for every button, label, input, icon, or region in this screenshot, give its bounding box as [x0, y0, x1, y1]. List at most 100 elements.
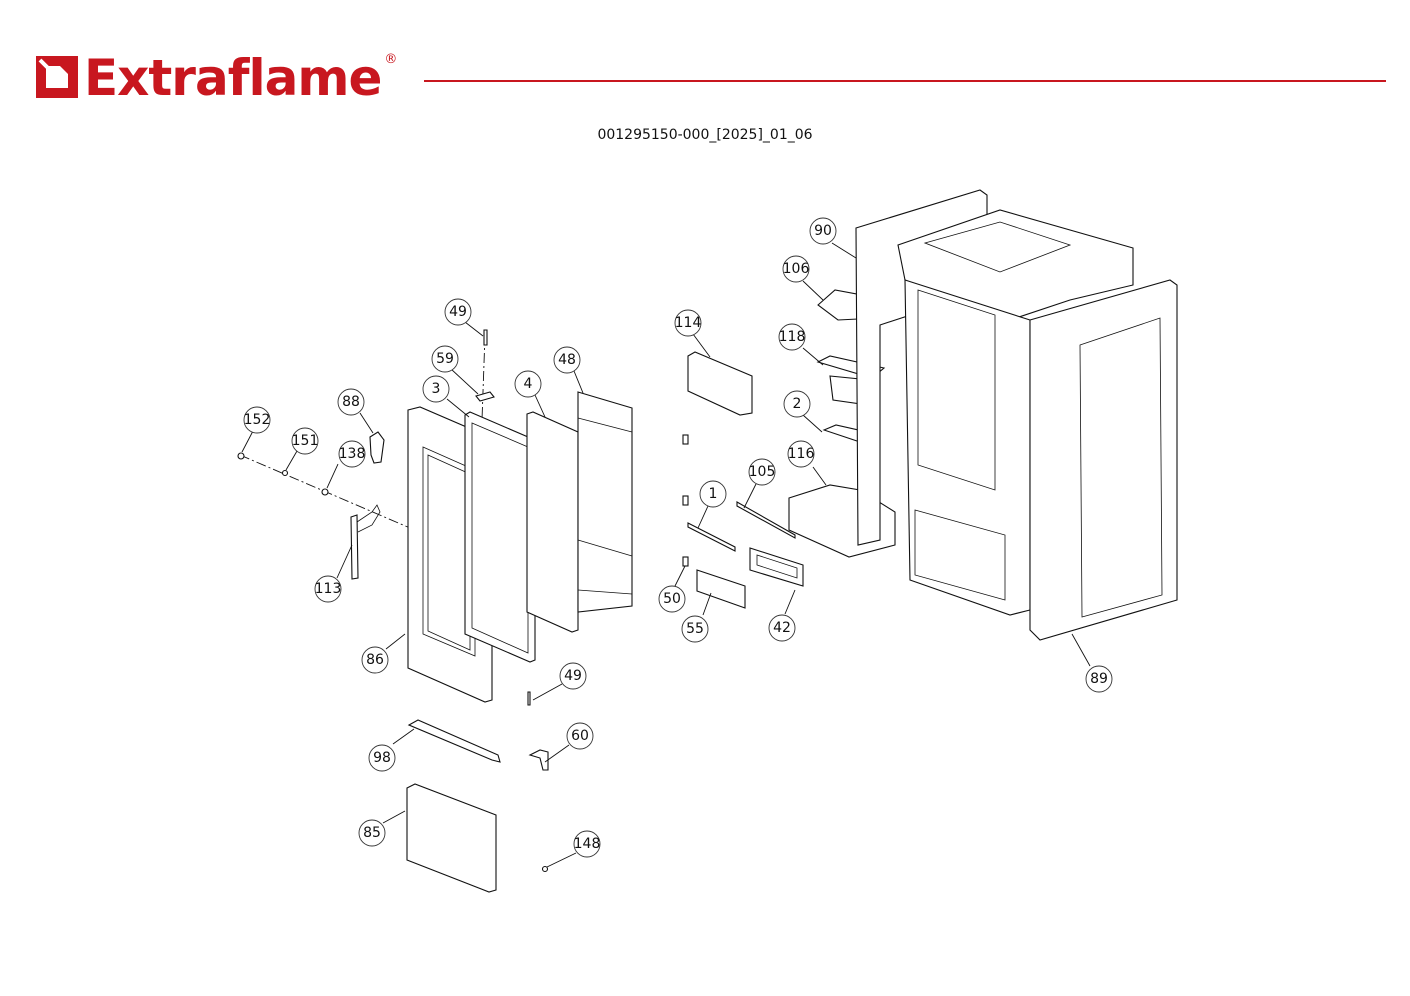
registered-mark: ® — [384, 52, 398, 67]
callout-90[interactable]: 90 — [809, 217, 837, 245]
part-42-plate[interactable] — [749, 547, 804, 587]
part-151-washer[interactable] — [281, 469, 289, 477]
callout-106[interactable]: 106 — [782, 255, 810, 283]
callout-circle — [699, 480, 727, 508]
callout-label: 50 — [663, 591, 681, 607]
callout-42[interactable]: 42 — [768, 614, 796, 642]
callout-label: 85 — [363, 825, 381, 841]
part-85-lower-panel[interactable] — [406, 783, 497, 893]
callout-circle — [338, 440, 366, 468]
part-152-screw[interactable] — [237, 452, 245, 460]
callout-50[interactable]: 50 — [658, 585, 686, 613]
stove-fan-area — [914, 509, 1006, 601]
callout-label: 60 — [571, 728, 589, 744]
part-114-board[interactable] — [687, 351, 753, 416]
part-3-inner — [471, 422, 529, 654]
callout-105[interactable]: 105 — [748, 458, 776, 486]
callout-4[interactable]: 4 — [514, 370, 542, 398]
part-50-clip-b[interactable] — [682, 495, 689, 506]
vertical-axis-line — [481, 334, 486, 421]
callout-138[interactable]: 138 — [338, 440, 366, 468]
part-4-glass[interactable] — [526, 411, 579, 633]
part-48-line1 — [577, 417, 633, 433]
callout-circle — [358, 819, 386, 847]
part-105-rod[interactable] — [736, 501, 796, 539]
callout-1[interactable]: 1 — [699, 480, 727, 508]
part-48-glass-panel[interactable] — [577, 391, 633, 613]
callout-113[interactable]: 113 — [314, 575, 342, 603]
callout-circle — [809, 217, 837, 245]
callout-circle — [514, 370, 542, 398]
part-48-line3 — [577, 589, 633, 595]
callout-55[interactable]: 55 — [681, 615, 709, 643]
leader-lines — [241, 242, 1091, 868]
part-98-trim[interactable] — [407, 719, 501, 763]
callout-label: 106 — [783, 261, 810, 277]
callout-circle — [422, 375, 450, 403]
callout-circle — [431, 345, 459, 373]
brand-name: Extraflame — [84, 49, 382, 107]
part-50-clip-a[interactable] — [682, 434, 689, 445]
part-49-pin-top[interactable] — [483, 329, 488, 346]
part-148-screw[interactable] — [541, 865, 549, 873]
callout-88[interactable]: 88 — [337, 388, 365, 416]
callout-152[interactable]: 152 — [243, 406, 271, 434]
part-113-handle-bar[interactable] — [350, 514, 359, 580]
part-48-line2 — [577, 539, 633, 557]
callout-98[interactable]: 98 — [368, 744, 396, 772]
callout-49[interactable]: 49 — [444, 298, 472, 326]
callout-circle — [681, 615, 709, 643]
callout-3[interactable]: 3 — [422, 375, 450, 403]
callout-circle — [243, 406, 271, 434]
callout-label: 49 — [564, 668, 582, 684]
callout-circle — [768, 614, 796, 642]
callout-label: 59 — [436, 351, 454, 367]
part-50-clip-c[interactable] — [682, 556, 689, 567]
callout-86[interactable]: 86 — [361, 646, 389, 674]
part-88-handle-block[interactable] — [369, 431, 385, 464]
callout-60[interactable]: 60 — [566, 722, 594, 750]
callout-label: 1 — [709, 486, 718, 502]
document-code: 001295150-000_[2025]_01_06 — [597, 127, 813, 143]
part-86-door-window — [422, 446, 476, 657]
callout-label: 152 — [244, 412, 271, 428]
part-1-rod[interactable] — [687, 522, 736, 552]
callout-label: 86 — [366, 652, 384, 668]
part-60-bracket[interactable] — [528, 749, 549, 771]
callout-circle — [361, 646, 389, 674]
callout-118[interactable]: 118 — [778, 323, 806, 351]
callout-circle — [674, 309, 702, 337]
part-42-slot — [756, 554, 798, 579]
callout-label: 90 — [814, 223, 832, 239]
callout-59[interactable]: 59 — [431, 345, 459, 373]
callout-151[interactable]: 151 — [291, 427, 319, 455]
callout-circle — [368, 744, 396, 772]
part-55-plate[interactable] — [696, 569, 746, 609]
callout-label: 88 — [342, 394, 360, 410]
callout-label: 42 — [773, 620, 791, 636]
callout-116[interactable]: 116 — [787, 440, 815, 468]
part-3-gasket-frame[interactable] — [464, 411, 536, 663]
callout-label: 4 — [524, 376, 533, 392]
callout-circle — [748, 458, 776, 486]
callout-85[interactable]: 85 — [358, 819, 386, 847]
part-49-pin-bottom[interactable] — [527, 691, 531, 706]
part-89-recess — [1079, 317, 1163, 618]
part-138-nut[interactable] — [321, 488, 329, 496]
callout-2[interactable]: 2 — [783, 390, 811, 418]
part-59-latch[interactable] — [475, 391, 495, 402]
callout-circle — [444, 298, 472, 326]
callout-48[interactable]: 48 — [553, 346, 581, 374]
callout-label: 3 — [432, 381, 441, 397]
callout-148[interactable]: 148 — [573, 830, 601, 858]
part-89-front-panel[interactable] — [1029, 279, 1178, 641]
callout-circle — [553, 346, 581, 374]
callout-circle — [291, 427, 319, 455]
callout-49[interactable]: 49 — [559, 662, 587, 690]
callout-circle — [783, 390, 811, 418]
callout-circle — [778, 323, 806, 351]
callout-label: 151 — [292, 433, 319, 449]
callout-89[interactable]: 89 — [1085, 665, 1113, 693]
callout-114[interactable]: 114 — [674, 309, 702, 337]
